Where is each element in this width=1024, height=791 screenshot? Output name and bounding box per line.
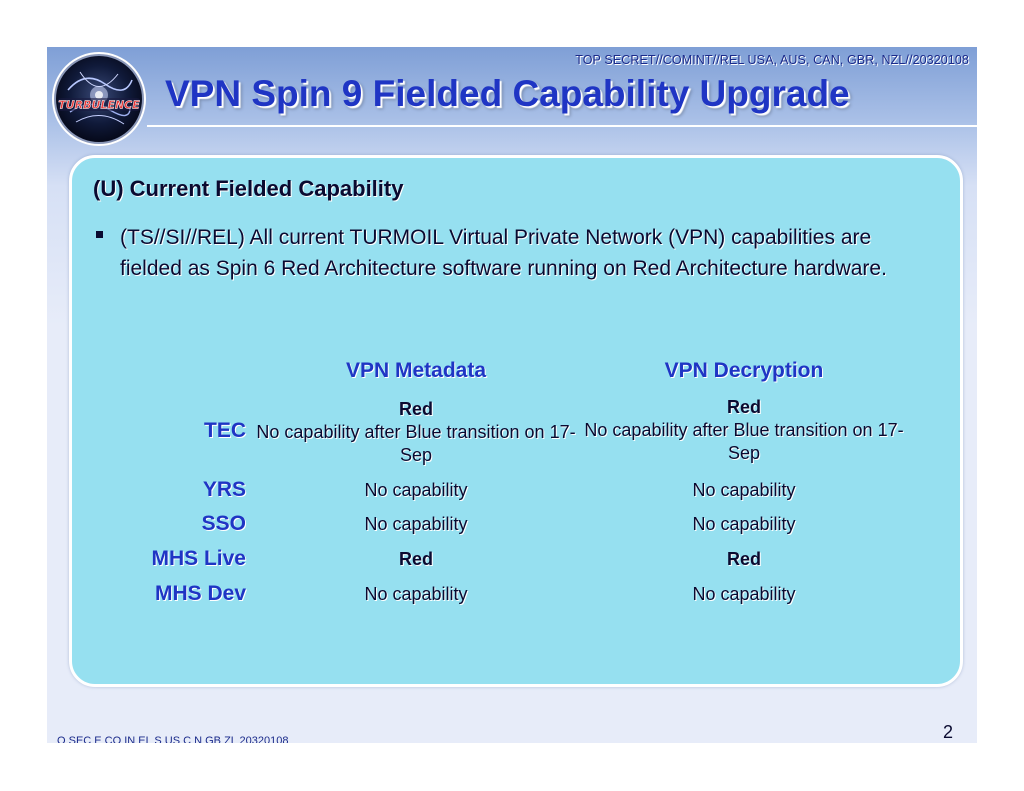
row-label-yrs: YRS <box>202 478 246 501</box>
row-label-sso: SSO <box>201 512 246 535</box>
cell-text: No capability after Blue transition on 1… <box>256 422 576 465</box>
column-header-vpn-metadata: VPN Metadata <box>345 359 487 382</box>
page-number: 2 <box>942 722 953 742</box>
bullet-square-icon <box>96 231 103 238</box>
column-header-vpn-decryption: VPN Decryption <box>664 359 824 382</box>
row-label-mhs-dev: MHS Dev <box>154 582 246 605</box>
cell-mhs-dev-decryption: No capability <box>692 584 796 604</box>
title-underline <box>147 125 977 127</box>
cell-text: No capability after Blue transition on 1… <box>584 420 904 463</box>
slide-title: VPN Spin 9 Fielded Capability Upgrade <box>165 73 850 114</box>
cell-mhs-dev-metadata: No capability <box>364 584 468 604</box>
cell-yrs-metadata: No capability <box>364 480 468 500</box>
cell-status: Red <box>726 397 761 417</box>
panel-heading: (U) Current Fielded Capability <box>93 176 404 201</box>
content-panel: (U) Current Fielded Capability (TS//SI//… <box>69 155 963 687</box>
cell-tec-metadata: Red No capability after Blue transition … <box>256 398 576 467</box>
row-label-tec: TEC <box>204 419 246 442</box>
bullet-item: (TS//SI//REL) All current TURMOIL Virtua… <box>96 222 916 284</box>
cell-mhs-live-decryption: Red <box>726 549 761 569</box>
turbulence-logo: TURBULENCE <box>52 52 146 146</box>
classification-banner-bottom: O SEC E CO IN EL S US C N GB ZL 20320108 <box>57 735 289 743</box>
classification-banner-top: TOP SECRET//COMINT//REL USA, AUS, CAN, G… <box>575 53 969 67</box>
cell-yrs-decryption: No capability <box>692 480 796 500</box>
logo-wordmark: TURBULENCE <box>58 99 140 112</box>
slide: TOP SECRET//COMINT//REL USA, AUS, CAN, G… <box>47 47 977 743</box>
row-label-mhs-live: MHS Live <box>151 547 246 570</box>
cell-tec-decryption: Red No capability after Blue transition … <box>584 396 904 465</box>
cell-mhs-live-metadata: Red <box>398 549 433 569</box>
cell-sso-metadata: No capability <box>364 514 468 534</box>
cell-sso-decryption: No capability <box>692 514 796 534</box>
cell-status: Red <box>398 399 433 419</box>
bullet-text: (TS//SI//REL) All current TURMOIL Virtua… <box>120 226 887 280</box>
